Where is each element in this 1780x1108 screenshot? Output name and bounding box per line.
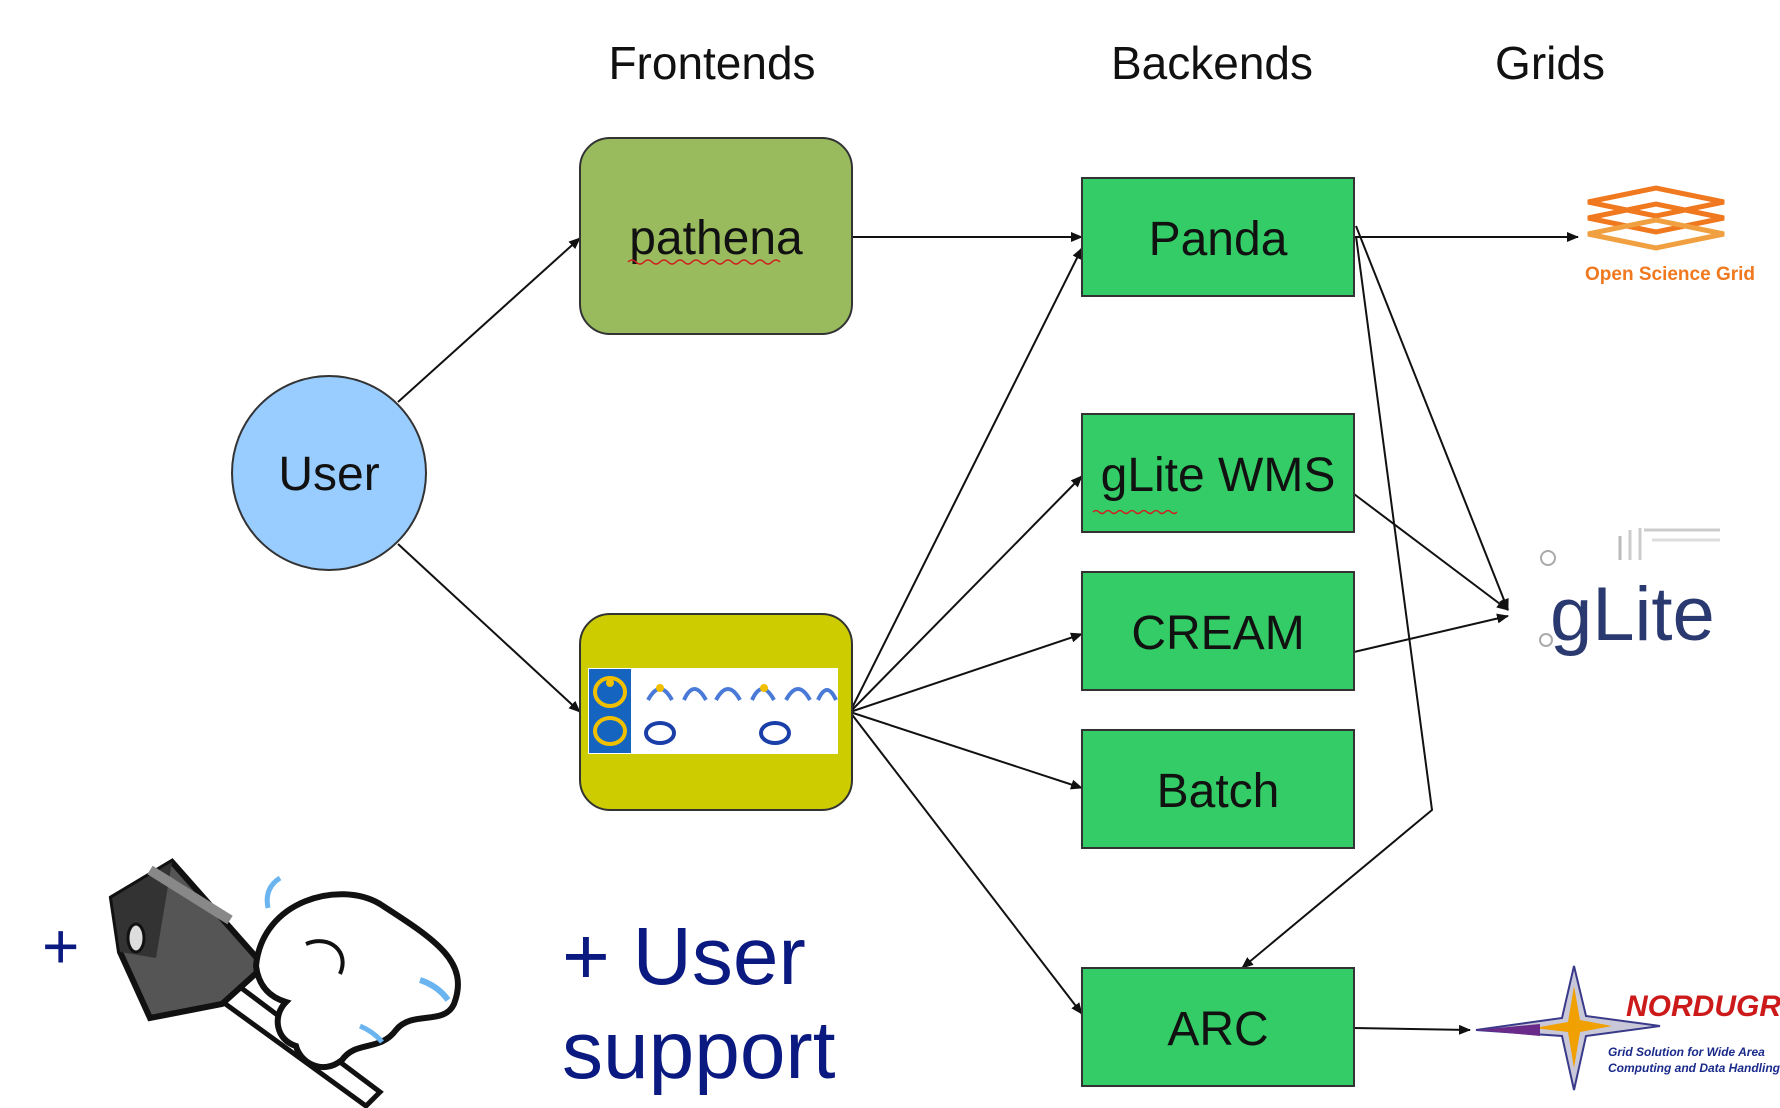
edge-ganga-batch xyxy=(849,711,1083,790)
cream-label: CREAM xyxy=(1131,607,1304,660)
edge-user-ganga xyxy=(397,543,581,713)
nordugrid-tagline-2: Computing and Data Handling xyxy=(1608,1061,1780,1075)
spellcheck-underline xyxy=(1092,509,1178,515)
edge-cream-glite xyxy=(1353,613,1509,653)
nordugrid-star-icon[interactable]: NORDUGRID Grid Solution for Wide Area Co… xyxy=(1475,965,1780,1091)
plus-sign: + xyxy=(42,910,79,982)
user-support-line2: support xyxy=(562,1005,836,1096)
glite-logo-icon[interactable]: gLite xyxy=(1539,528,1720,657)
user-node[interactable]: User xyxy=(231,375,427,571)
edge-ganga-arc xyxy=(849,711,1083,1015)
edge-ganga-glite-wms xyxy=(849,475,1083,713)
batch-label: Batch xyxy=(1157,765,1280,818)
edge-panda-glite xyxy=(1355,225,1509,611)
edge-ganga-cream xyxy=(849,632,1083,713)
arc-label: ARC xyxy=(1167,1003,1268,1056)
edge-arc-nordugrid xyxy=(1353,1024,1471,1035)
header-grids: Grids xyxy=(1495,37,1605,89)
edge-panda-arc xyxy=(1241,235,1434,969)
edge-ganga-panda xyxy=(849,247,1083,713)
spellcheck-underline xyxy=(627,259,781,265)
osg-label: Open Science Grid xyxy=(1585,264,1755,285)
header-frontends: Frontends xyxy=(608,37,815,89)
nordugrid-tagline-1: Grid Solution for Wide Area xyxy=(1608,1045,1765,1059)
batch-node[interactable]: Batch xyxy=(1081,729,1355,849)
pathena-label: pathena xyxy=(629,212,803,265)
glite-wms-label: gLite WMS xyxy=(1101,449,1336,502)
cream-node[interactable]: CREAM xyxy=(1081,571,1355,691)
user-support-line1: + User xyxy=(562,911,806,1002)
header-backends: Backends xyxy=(1111,37,1313,89)
pathena-node[interactable]: pathena xyxy=(579,137,853,335)
user-label: User xyxy=(278,448,379,501)
ganga-logo-icon xyxy=(588,668,838,754)
edge-user-pathena xyxy=(397,237,581,403)
glite-label: gLite xyxy=(1550,572,1715,657)
arc-node[interactable]: ARC xyxy=(1081,967,1355,1087)
osg-logo-icon[interactable]: Open Science Grid xyxy=(1585,185,1755,285)
ganga-node[interactable] xyxy=(579,613,853,811)
glite-wms-node[interactable]: gLite WMS xyxy=(1081,413,1355,533)
panda-label: Panda xyxy=(1149,213,1288,266)
edges xyxy=(397,225,1579,1035)
nordugrid-label: NORDUGRID xyxy=(1626,990,1780,1023)
edge-glite-wms-glite xyxy=(1353,493,1509,611)
flying-hammer-icon xyxy=(108,858,461,1108)
panda-node[interactable]: Panda xyxy=(1081,177,1355,297)
